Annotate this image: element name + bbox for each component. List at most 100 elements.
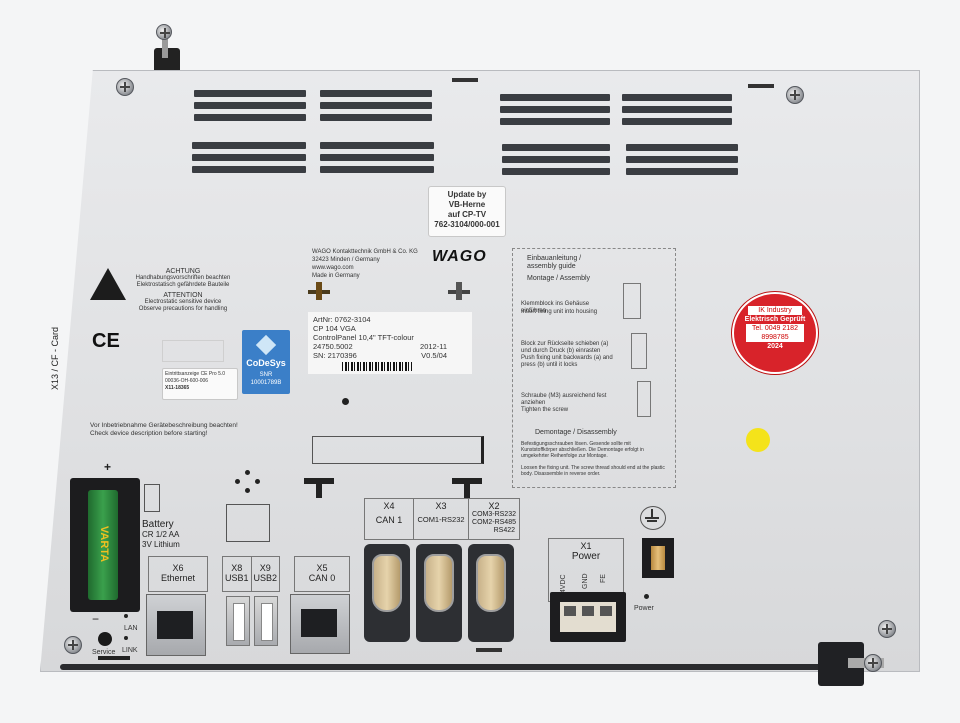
can0-port[interactable] — [290, 594, 350, 654]
x3-label: X3 — [435, 501, 447, 511]
com1-dsub-connector[interactable] — [416, 544, 462, 642]
lan-led — [124, 614, 128, 618]
lan-label: LAN — [124, 625, 138, 632]
sticker-outline — [162, 340, 224, 362]
service-button[interactable] — [98, 632, 112, 646]
cf-card-slot-label: X13 / CF - Card — [50, 326, 60, 390]
mount-t-left — [304, 474, 334, 498]
blank-box — [226, 504, 270, 542]
x4-label: X4 — [383, 501, 395, 511]
battery-title: Battery — [142, 519, 174, 530]
demontage-heading: Demontage / Disassembly — [535, 429, 617, 436]
startup-note: Vor Inbetriebnahme Gerätebeschreibung be… — [90, 422, 310, 438]
update-sticker: Update by VB-Herne auf CP-TV 762-3104/00… — [428, 186, 506, 237]
type-ver: V0.5/04 — [421, 351, 447, 360]
type-sn: SN: 2170396 — [313, 351, 357, 360]
mount-mark-left — [308, 282, 330, 302]
screw-top-left-icon — [116, 78, 134, 96]
esd-warning-icon — [90, 268, 126, 300]
can1-dsub-connector[interactable] — [364, 544, 410, 642]
ground-terminal[interactable] — [642, 538, 674, 578]
note-en: Check device description before starting… — [90, 430, 208, 437]
maker-line-3: www.wago.com — [312, 265, 354, 271]
seal-line-2: Elektrisch Geprüft — [744, 316, 806, 323]
screw-bottom-right-icon — [878, 620, 896, 638]
usb1-port[interactable] — [226, 596, 250, 646]
update-line-1: Update by — [447, 190, 487, 199]
type-plate: ArtNr: 0762-3104 CP 104 VGA ControlPanel… — [308, 312, 472, 374]
demontage-de: Befestigungsschrauben lösen. Gesende sol… — [521, 441, 644, 459]
battery-plus-icon: + — [104, 460, 112, 474]
power-terminal-block[interactable] — [550, 592, 626, 642]
codesys-sticker: CoDeSys SNR 10001789B — [242, 330, 290, 394]
codesys-snr-value: 10001789B — [250, 380, 282, 386]
codesys-cube-icon — [255, 334, 277, 356]
demontage-en: Loosen the fixing unit. The screw thread… — [521, 465, 665, 477]
x6-label-box: X6 Ethernet — [148, 556, 208, 592]
top-slot-mark-right — [748, 84, 774, 88]
ethernet-port[interactable] — [146, 594, 206, 656]
license-line-3: X11-18365 — [165, 385, 190, 391]
service-label: Service — [92, 649, 116, 656]
battery-brand: VARTA — [98, 525, 110, 563]
type-cp: CP 104 VGA — [313, 324, 356, 333]
com1-label: COM1-RS232 — [417, 515, 465, 524]
esd-de-2: Elektrostatisch gefährdete Bauteile — [136, 282, 230, 288]
esd-de-1: Handhabungsvorschriften beachten — [135, 275, 231, 281]
type-date: 2012-11 — [420, 342, 447, 351]
screw-bottom-left-icon — [64, 636, 82, 654]
battery-spec-1: CR 1/2 AA — [142, 530, 180, 539]
assembly-title-2: assembly guide — [527, 263, 576, 270]
x5-label: X5 — [316, 563, 328, 573]
usb2-port[interactable] — [254, 596, 278, 646]
power-label: Power — [571, 551, 601, 562]
step-3-de: Schraube (M3) ausreichend fest anziehen — [521, 393, 607, 406]
license-line-2: 00036-OH-600-006 — [165, 378, 209, 384]
x9-label: X9 — [259, 563, 271, 573]
battery-compartment[interactable]: VARTA — [70, 478, 140, 612]
step-1-diagram — [623, 283, 641, 319]
montage-heading: Montage / Assembly — [527, 275, 591, 282]
inspection-seal: IK Industry Elektrisch Geprüft Tel. 0049… — [732, 292, 818, 374]
assembly-title-1: Einbauanleitung / — [527, 255, 582, 262]
display-outline — [312, 436, 484, 464]
note-de: Vor Inbetriebnahme Gerätebeschreibung be… — [90, 422, 238, 429]
bottom-rail-bar — [98, 656, 130, 660]
gnd-label: GND — [582, 573, 589, 589]
link-label: LINK — [122, 647, 138, 654]
x8-label: X8 — [231, 563, 243, 573]
battery-info: Battery CR 1/2 AA 3V Lithium — [142, 520, 180, 550]
yellow-sticker-dot — [746, 428, 770, 452]
usb2-label: USB2 — [253, 573, 277, 583]
codesys-name: CoDeSys — [246, 358, 286, 368]
wago-logo: WAGO — [432, 248, 487, 265]
fe-label: FE — [600, 574, 607, 583]
x2-label: X2 — [488, 501, 500, 511]
mounting-rail — [60, 664, 840, 670]
update-line-4: 762-3104/000-001 — [434, 220, 500, 229]
top-slot-mark — [452, 78, 478, 82]
bottom-slot-mark — [476, 648, 502, 652]
indicator-dot — [342, 398, 349, 405]
service-minus: − — [92, 612, 100, 626]
type-art: ArtNr: 0762-3104 — [313, 315, 371, 324]
mount-mark-right — [448, 282, 470, 302]
can1-label: CAN 1 — [375, 515, 403, 525]
step-1-en: Insert fixing unit into housing — [521, 309, 598, 315]
seal-line-1: IK Industry — [748, 306, 802, 315]
seal-line-4: 8998785 — [746, 333, 804, 342]
screw-top-right-icon — [786, 86, 804, 104]
assembly-guide: Einbauanleitung / assembly guide Montage… — [512, 248, 676, 488]
x1-label: X1 — [580, 541, 592, 551]
codesys-snr: SNR — [259, 372, 273, 378]
maker-line-1: WAGO Kontakttechnik GmbH & Co. KG — [312, 249, 418, 255]
step-2-diagram — [631, 333, 647, 369]
manufacturer-info: WAGO Kontakttechnik GmbH & Co. KG 32423 … — [312, 248, 452, 280]
power-led-label: Power — [634, 605, 654, 612]
step-3-en: Tighten the screw — [521, 407, 569, 413]
update-line-2: VB-Herne — [448, 200, 486, 209]
com2-com3-dsub-connector[interactable] — [468, 544, 514, 642]
ethernet-label: Ethernet — [160, 573, 196, 583]
esd-achtung: ACHTUNG — [165, 268, 201, 275]
x5-label-box: X5 CAN 0 — [294, 556, 350, 592]
